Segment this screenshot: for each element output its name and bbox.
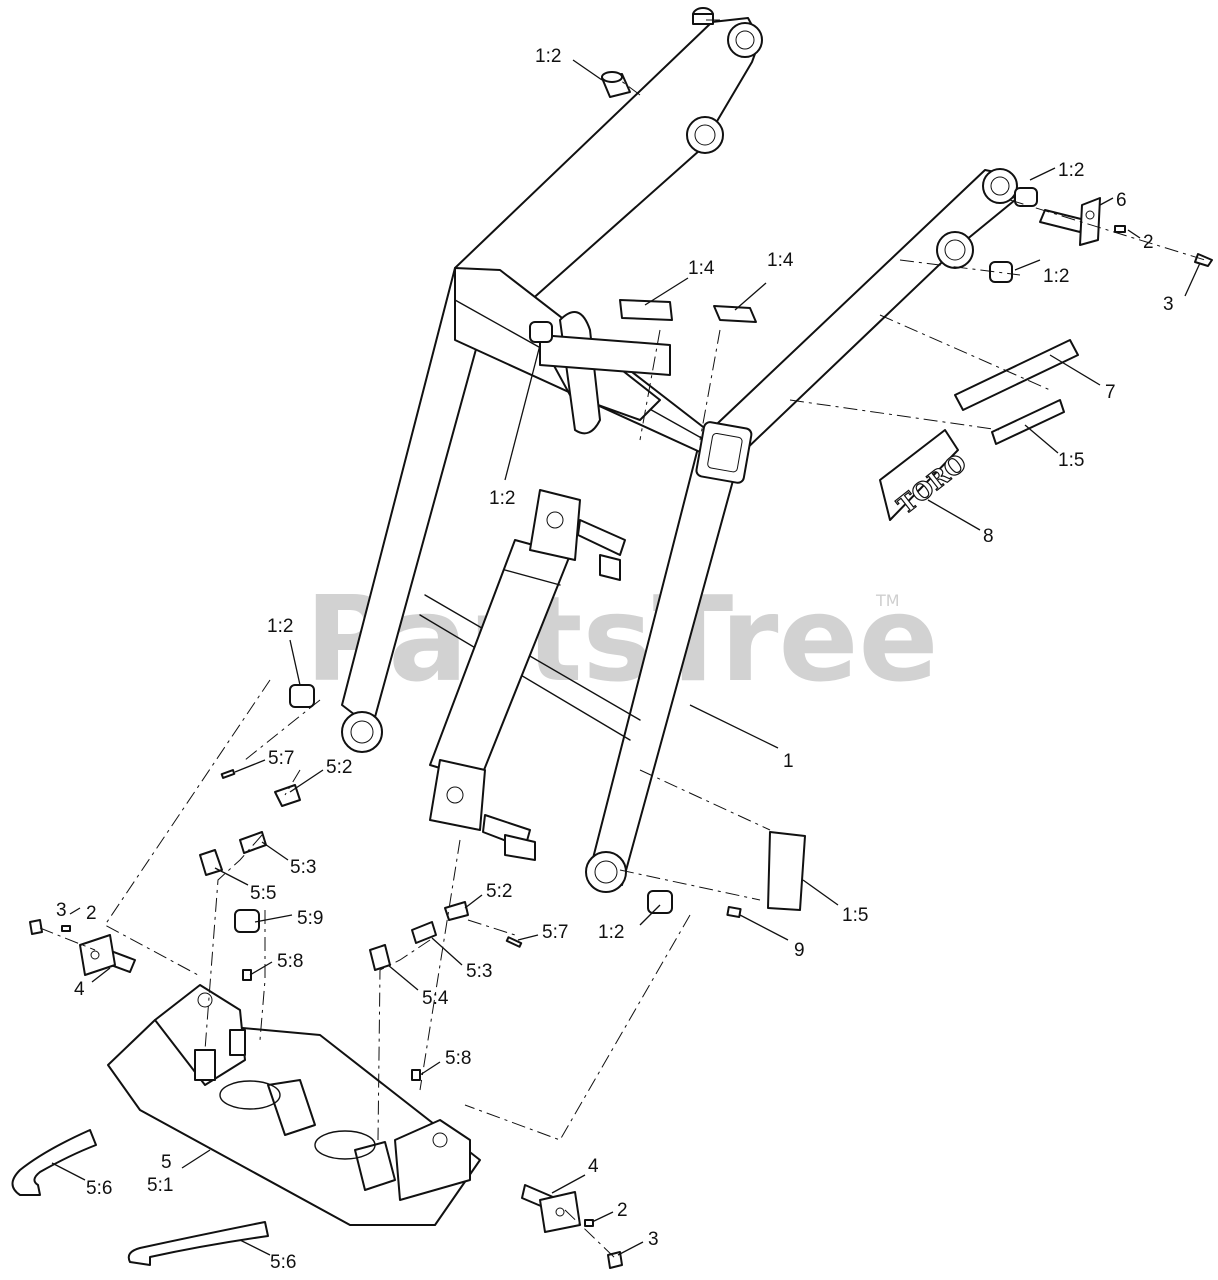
callout-5: 5 — [161, 1152, 172, 1173]
callout-5-9: 5:9 — [297, 908, 323, 929]
callout-8: 8 — [983, 526, 994, 547]
callout-5-7-b: 5:7 — [542, 922, 568, 943]
callout-1-5-a: 1:5 — [1058, 450, 1084, 471]
callout-1-2-left: 1:2 — [267, 616, 293, 637]
callout-1-2-right-top: 1:2 — [1058, 160, 1084, 181]
handle-lower — [127, 1221, 269, 1266]
callout-5-3-a: 5:3 — [290, 857, 316, 878]
callout-3-bottom: 3 — [648, 1229, 659, 1250]
callout-2-bottom: 2 — [617, 1200, 628, 1221]
callout-3-right: 3 — [1163, 294, 1174, 315]
callout-3-left: 3 — [56, 900, 67, 921]
callout-4-left: 4 — [74, 979, 85, 1000]
assembly-lines — [39, 19, 1206, 1259]
leader-lines — [51, 59, 1201, 1256]
callout-1-2-right-mid: 1:2 — [1043, 266, 1069, 287]
callout-5-6-a: 5:6 — [86, 1178, 112, 1199]
callout-4-bottom: 4 — [588, 1156, 599, 1177]
callout-1-4-b: 1:4 — [767, 250, 794, 271]
callout-5-6-b: 5:6 — [270, 1252, 296, 1273]
quick-attach-plate — [107, 984, 481, 1226]
callout-5-7-a: 5:7 — [268, 748, 294, 769]
callout-2-left: 2 — [86, 903, 97, 924]
watermark: PartsTree TM — [305, 570, 939, 708]
callout-1: 1 — [783, 751, 794, 772]
callout-5-1: 5:1 — [147, 1175, 173, 1196]
callout-9: 9 — [794, 940, 805, 961]
callout-5-8-a: 5:8 — [277, 951, 303, 972]
handle-upper — [11, 1129, 97, 1196]
callout-5-4: 5:4 — [422, 988, 449, 1009]
callout-5-8-b: 5:8 — [445, 1048, 471, 1069]
callout-5-5: 5:5 — [250, 883, 276, 904]
callout-6: 6 — [1116, 190, 1127, 211]
callout-1-2-mid: 1:2 — [489, 488, 515, 509]
callout-5-2-a: 5:2 — [326, 757, 352, 778]
callout-1-5-b: 1:5 — [842, 905, 868, 926]
svg-text:PartsTree: PartsTree — [305, 570, 939, 708]
callout-1-2-top: 1:2 — [535, 46, 561, 67]
callout-7: 7 — [1105, 382, 1116, 403]
callout-5-2-b: 5:2 — [486, 881, 512, 902]
callout-1-2-bottom: 1:2 — [598, 922, 624, 943]
callout-1-4-a: 1:4 — [688, 258, 715, 279]
loader-arm-frame — [341, 17, 1018, 893]
callout-2-right: 2 — [1143, 232, 1154, 253]
callout-5-3-b: 5:3 — [466, 961, 492, 982]
svg-text:TM: TM — [875, 591, 900, 610]
callout-labels: 1:2 1:2 6 2 3 1:2 1:4 1:4 7 1:5 8 1:2 1:… — [56, 46, 1174, 1273]
hydraulic-cylinder — [429, 489, 626, 861]
